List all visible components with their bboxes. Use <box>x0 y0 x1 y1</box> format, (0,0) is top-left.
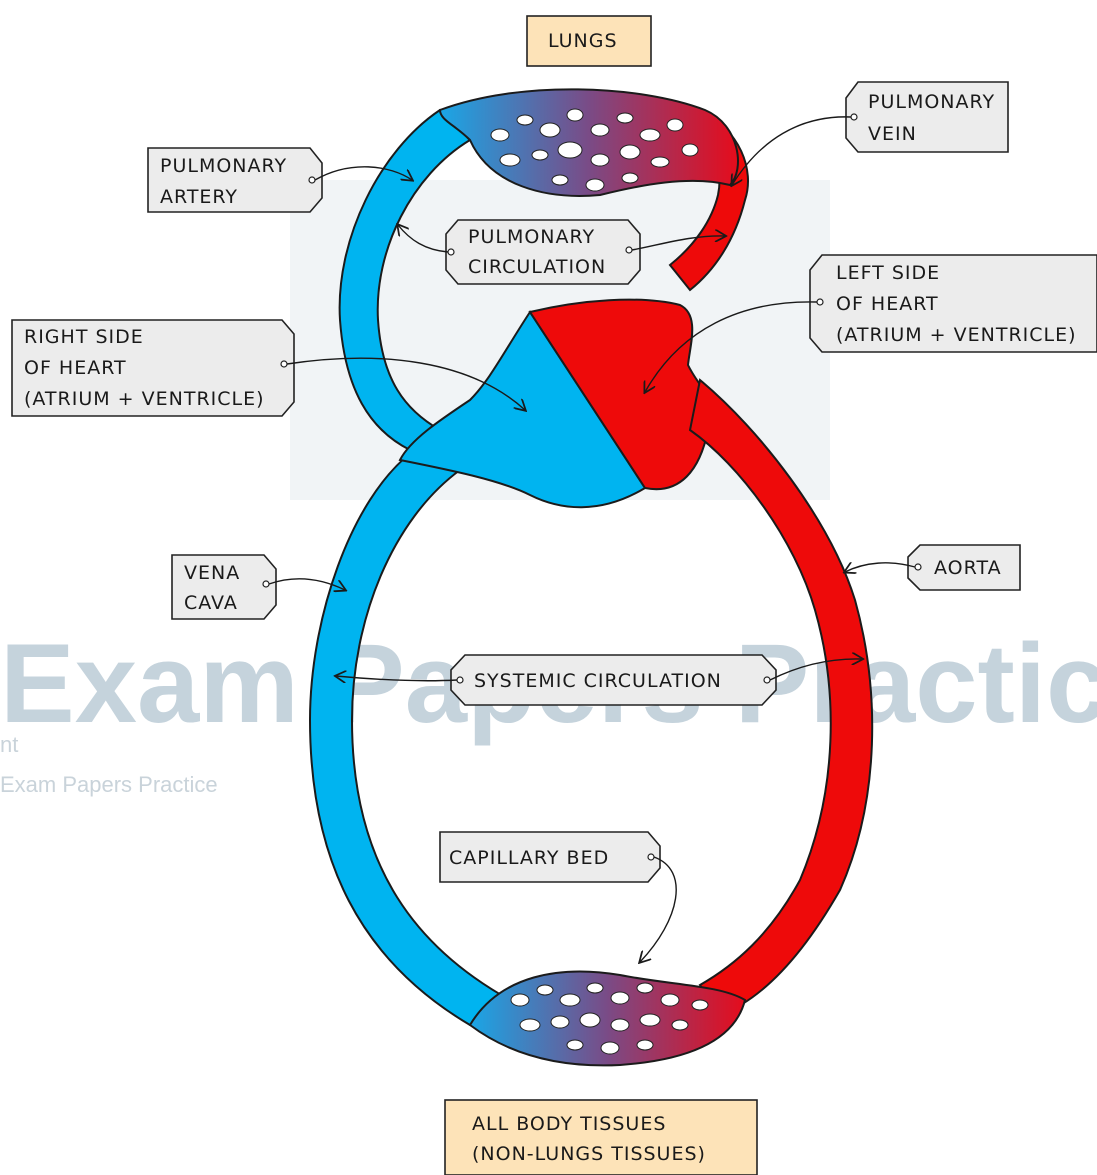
pulmonary-circulation-line-1: PULMONARY <box>468 226 595 248</box>
pulmonary-circulation-pointer-right <box>631 236 725 251</box>
systemic-circulation-tag-bg <box>450 654 777 706</box>
pulmonary-vein-line-1: PULMONARY <box>868 91 995 113</box>
aorta-tag-bg <box>907 544 1021 591</box>
aorta-tag: AORTA <box>845 544 1021 591</box>
left-heart-chamber <box>528 298 713 491</box>
pulmonary-artery-pointer <box>314 166 412 180</box>
vena-cava-line-1: VENA <box>184 562 240 584</box>
body-capillary-cells <box>510 982 709 1055</box>
systemic-circulation-pointer-left <box>336 676 458 681</box>
left-heart-line-3: (ATRIUM + VENTRICLE) <box>836 324 1077 346</box>
body-tissues-box: ALL BODY TISSUES (NON-LUNGS TISSUES) <box>444 1099 758 1175</box>
right-heart-line-2: OF HEART <box>24 357 127 379</box>
pulmonary-circulation-line-2: CIRCULATION <box>468 256 606 278</box>
body-tissues-box-bg <box>444 1099 758 1175</box>
aorta-label: AORTA <box>934 557 1002 579</box>
lungs-label: LUNGS <box>548 30 618 52</box>
right-heart-pointer <box>286 357 525 410</box>
vena-cava-line-2: CAVA <box>184 592 238 614</box>
aorta-pointer <box>845 563 916 572</box>
pulmonary-vein-tag-bg <box>845 81 1009 153</box>
body-capillary-shape <box>468 970 747 1067</box>
pulmonary-artery-line-2: ARTERY <box>160 186 238 208</box>
left-heart-tag: LEFT SIDE OF HEART (ATRIUM + VENTRICLE) <box>645 254 1097 392</box>
left-heart-tag-bg <box>809 254 1097 353</box>
watermark-text-small-1: nt <box>0 732 18 757</box>
systemic-circulation-tag: SYSTEMIC CIRCULATION <box>336 654 862 706</box>
capillary-bed-label: CAPILLARY BED <box>449 847 609 869</box>
pulmonary-circulation-pointer-left <box>398 225 449 253</box>
pulmonary-circulation-tag-bg <box>445 219 641 285</box>
lungs-box-bg <box>526 15 652 67</box>
right-heart-line-1: RIGHT SIDE <box>24 326 144 348</box>
right-heart-tag: RIGHT SIDE OF HEART (ATRIUM + VENTRICLE) <box>11 319 525 417</box>
body-capillary-bed <box>468 970 747 1067</box>
systemic-circulation-label: SYSTEMIC CIRCULATION <box>474 670 722 692</box>
left-heart-line-2: OF HEART <box>836 293 939 315</box>
right-heart-tag-bg <box>11 319 295 417</box>
vena-cava-tag: VENA CAVA <box>171 554 345 620</box>
right-heart-line-3: (ATRIUM + VENTRICLE) <box>24 388 265 410</box>
body-tissues-line-1: ALL BODY TISSUES <box>472 1113 666 1135</box>
systemic-circulation-pointer-right <box>769 659 862 681</box>
vena-cava-vessel <box>308 450 511 1042</box>
lung-capillary-bed <box>438 88 739 197</box>
pulmonary-vein-tag: PULMONARY VEIN <box>732 81 1009 185</box>
capillary-bed-pointer <box>640 856 677 962</box>
pulmonary-circulation-tag: PULMONARY CIRCULATION <box>398 219 725 285</box>
left-heart-pointer <box>645 301 818 392</box>
lung-capillary-shape <box>438 88 739 197</box>
pulmonary-vein-pointer <box>732 116 852 185</box>
body-tissues-line-2: (NON-LUNGS TISSUES) <box>472 1143 706 1165</box>
left-heart-line-1: LEFT SIDE <box>836 262 940 284</box>
pulmonary-artery-tag-bg <box>147 147 323 213</box>
capillary-bed-tag: CAPILLARY BED <box>439 831 677 962</box>
vena-cava-pointer <box>268 578 345 590</box>
pulmonary-artery-tag: PULMONARY ARTERY <box>147 147 412 213</box>
lung-alveoli <box>490 108 699 192</box>
watermark-text-small-2: Exam Papers Practice <box>0 772 218 797</box>
capillary-bed-tag-bg <box>439 831 661 883</box>
lungs-box: LUNGS <box>526 15 652 67</box>
vena-cava-tag-bg <box>171 554 277 620</box>
pulmonary-artery-line-1: PULMONARY <box>160 155 287 177</box>
pulmonary-vein-line-2: VEIN <box>868 123 917 145</box>
